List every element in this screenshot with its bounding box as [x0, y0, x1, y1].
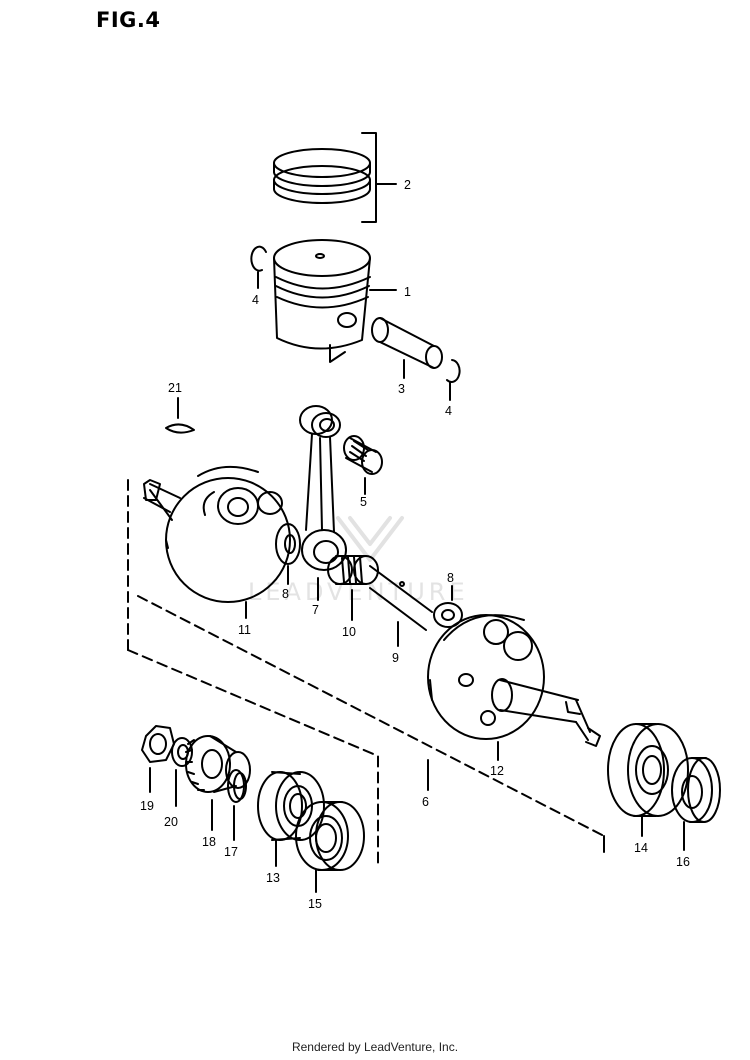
bracket-assembly-lower [127, 649, 379, 867]
small-end-needle-bearing [343, 435, 383, 475]
circlip-right [446, 359, 461, 383]
woodruff-key [165, 423, 195, 434]
callout-14: 14 [634, 841, 648, 855]
callout-4b: 4 [445, 404, 452, 418]
piston-pin [371, 317, 443, 369]
nut [141, 725, 175, 763]
crank-pin [369, 565, 433, 631]
circlip-left [250, 245, 267, 272]
callout-3: 3 [398, 382, 405, 396]
footer-credit: Rendered by LeadVenture, Inc. [291, 1040, 459, 1054]
piston [273, 239, 371, 363]
callout-11: 11 [238, 623, 251, 637]
callout-6: 6 [422, 795, 429, 809]
callout-19: 19 [140, 799, 154, 813]
watermark-logo [336, 516, 404, 562]
callout-16: 16 [676, 855, 690, 869]
callout-1: 1 [404, 285, 411, 299]
callout-10: 10 [342, 625, 356, 639]
callout-15: 15 [308, 897, 322, 911]
spacer-ring [227, 769, 247, 803]
callout-8b: 8 [447, 571, 454, 585]
oil-seal-left [295, 801, 365, 871]
callout-8: 8 [282, 587, 289, 601]
callout-12: 12 [490, 764, 504, 778]
callout-9: 9 [392, 651, 399, 665]
thrust-washer-left [275, 523, 301, 565]
callout-13: 13 [266, 871, 280, 885]
callout-17: 17 [224, 845, 238, 859]
piston-rings [273, 148, 371, 204]
crank-shaft-left-end [143, 479, 181, 513]
oil-seal-right [671, 757, 721, 823]
callout-21: 21 [168, 381, 182, 395]
main-bearing-left [257, 771, 325, 841]
callout-7: 7 [312, 603, 319, 617]
connecting-rod [299, 405, 347, 571]
main-bearing-right [607, 723, 689, 817]
callout-2: 2 [404, 178, 411, 192]
callout-5: 5 [360, 495, 367, 509]
bracket-rings [361, 132, 377, 223]
bracket-assembly-diagonal [137, 595, 605, 837]
callout-18: 18 [202, 835, 216, 849]
drive-gear [185, 735, 251, 793]
callout-4: 4 [252, 293, 259, 307]
thrust-washer-right [433, 602, 463, 628]
crank-shaft-right [491, 678, 601, 747]
crank-web-right [427, 614, 545, 740]
figure-title: FIG.4 [96, 8, 161, 32]
big-end-needle-bearing [327, 555, 379, 585]
crank-web-left [149, 465, 291, 603]
callout-20: 20 [164, 815, 178, 829]
